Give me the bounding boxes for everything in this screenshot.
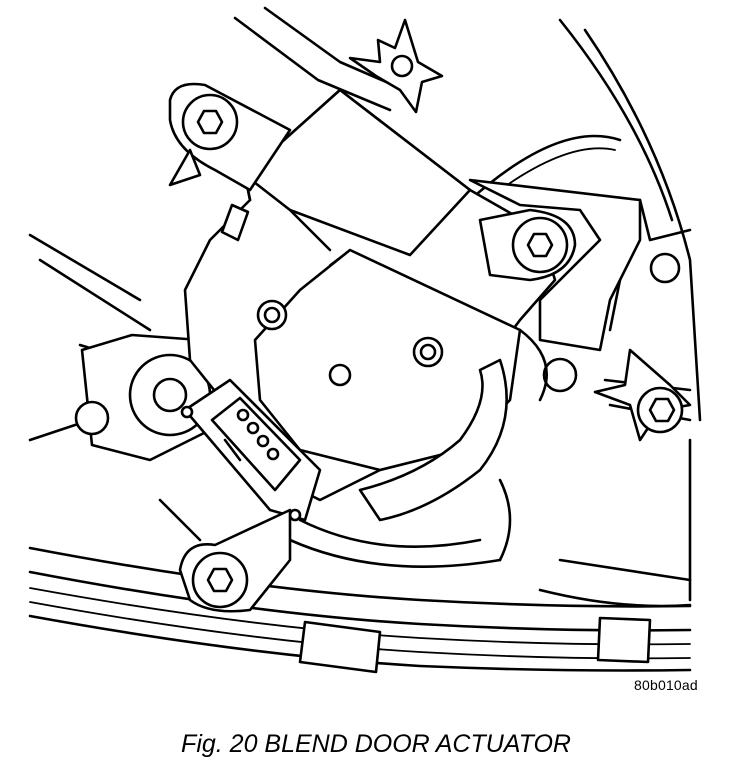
hex-screw-accents — [203, 118, 217, 126]
actuator-housing — [183, 88, 557, 502]
mount-ear-right — [478, 208, 577, 282]
retaining-clip-right — [593, 348, 692, 442]
mount-bracket-right — [468, 178, 681, 393]
actuator-output-lever — [358, 328, 548, 522]
electrical-connector — [180, 378, 322, 522]
figure-reference-code: 80b010ad — [634, 677, 698, 693]
figure-caption: Fig. 20 BLEND DOOR ACTUATOR — [181, 730, 571, 758]
mount-ear-bottom-left — [178, 508, 292, 613]
mount-ear-top-left — [168, 82, 292, 192]
blend-door-actuator-illustration — [28, 6, 702, 674]
wiring-harness — [28, 546, 692, 674]
retaining-clip-upper — [348, 18, 444, 114]
